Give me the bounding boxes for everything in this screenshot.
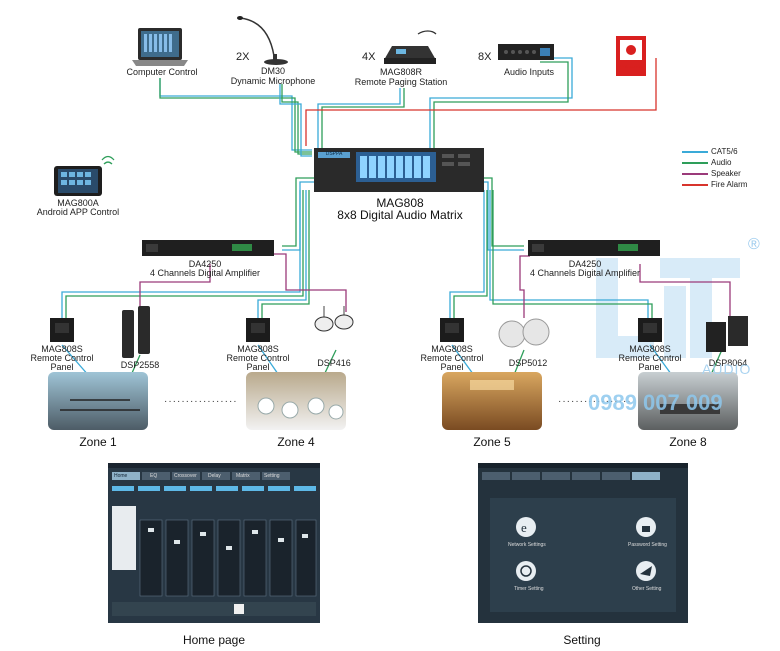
speaker-ceiling-icon bbox=[498, 318, 550, 348]
remote-panel-zone4 bbox=[246, 318, 270, 342]
zone-ellipsis-right: ················· bbox=[558, 396, 632, 407]
legend-item-cat: CAT5/6 bbox=[682, 146, 747, 157]
legend-label: CAT5/6 bbox=[711, 147, 738, 156]
setting-item-other: Other Setting bbox=[632, 586, 662, 592]
tablet-icon bbox=[54, 155, 115, 196]
setting-screenshot: e bbox=[478, 463, 688, 623]
legend-swatch bbox=[682, 172, 708, 175]
legend-swatch bbox=[682, 161, 708, 164]
zone5-panel-name: MAG808S bbox=[431, 344, 473, 354]
zone8-panel-desc: Remote Control bbox=[618, 353, 682, 363]
legend-label: Fire Alarm bbox=[711, 180, 748, 189]
setting-item-network: Network Settings bbox=[508, 542, 546, 548]
mic-desc: Dynamic Microphone bbox=[230, 76, 316, 86]
matrix-brand: DSPPA bbox=[325, 151, 343, 157]
legend-item-fire: Fire Alarm bbox=[682, 179, 747, 190]
fire-alarm-text: FIRE ALARM bbox=[619, 64, 643, 69]
zone5-panel-desc: Remote Control bbox=[420, 353, 484, 363]
speaker-column-icon bbox=[122, 306, 150, 358]
zone1-caption: Zone 1 bbox=[79, 435, 117, 449]
mic-quantity: 2X bbox=[236, 51, 250, 63]
computer-icon bbox=[132, 28, 188, 66]
inputs-label: Audio Inputs bbox=[503, 67, 555, 77]
paging-station-icon bbox=[384, 30, 437, 64]
speaker-box-icon bbox=[706, 316, 748, 352]
zone1-speaker: DSP2558 bbox=[120, 360, 160, 370]
home-page-caption: Home page bbox=[182, 633, 246, 647]
matrix-device bbox=[314, 148, 484, 192]
setting-item-password: Password Setting bbox=[628, 542, 667, 548]
legend-label: Audio bbox=[711, 158, 732, 167]
amp-left-desc: 4 Channels Digital Amplifier bbox=[149, 268, 261, 278]
zone8-caption: Zone 8 bbox=[669, 435, 707, 449]
microphone-icon bbox=[237, 16, 288, 65]
setting-item-timer: Timer Setting bbox=[514, 586, 544, 592]
legend-item-audio: Audio bbox=[682, 157, 747, 168]
audio-input-icon bbox=[498, 44, 554, 60]
legend-item-speaker: Speaker bbox=[682, 168, 747, 179]
matrix-name: MAG808 bbox=[376, 196, 424, 210]
zone4-panel-desc: Remote Control bbox=[226, 353, 290, 363]
zone8-photo bbox=[638, 372, 738, 430]
amp-right-name: DA4250 bbox=[568, 259, 602, 269]
mic-name: DM30 bbox=[260, 66, 285, 76]
paging-desc: Remote Paging Station bbox=[354, 77, 448, 87]
amplifier-left bbox=[142, 240, 274, 256]
paging-quantity: 4X bbox=[362, 51, 376, 63]
zone8-speaker: DSP8064 bbox=[708, 358, 748, 368]
fire-alarm-icon bbox=[616, 36, 646, 76]
zone-ellipsis-left: ················· bbox=[164, 396, 238, 407]
zone1-photo bbox=[48, 372, 148, 430]
inputs-quantity: 8X bbox=[478, 51, 492, 63]
home-tab-matrix: Matrix bbox=[236, 473, 250, 479]
zone5-caption: Zone 5 bbox=[473, 435, 511, 449]
amp-right-desc: 4 Channels Digital Amplifier bbox=[529, 268, 641, 278]
zone1-panel-desc: Remote Control bbox=[30, 353, 94, 363]
zone5-speaker: DSP5012 bbox=[508, 358, 548, 368]
watermark-registered: ® bbox=[748, 236, 760, 253]
zone4-photo bbox=[246, 372, 346, 430]
paging-name: MAG808R bbox=[379, 67, 423, 77]
zone5-panel-desc2: Panel bbox=[440, 362, 464, 372]
amp-left-name: DA4250 bbox=[188, 259, 222, 269]
computer-label: Computer Control bbox=[126, 67, 198, 77]
home-tab-home: Home bbox=[114, 473, 128, 479]
legend-swatch bbox=[682, 150, 708, 153]
home-tab-eq: EQ bbox=[150, 473, 158, 479]
remote-panel-zone5 bbox=[440, 318, 464, 342]
watermark-audio: AUDIO bbox=[702, 361, 752, 377]
home-tab-setting: Setting bbox=[264, 473, 280, 479]
matrix-desc: 8x8 Digital Audio Matrix bbox=[337, 208, 463, 222]
zone4-caption: Zone 4 bbox=[277, 435, 315, 449]
legend-swatch bbox=[682, 183, 708, 186]
remote-panel-zone1 bbox=[50, 318, 74, 342]
setting-caption: Setting bbox=[563, 633, 601, 647]
zone4-panel-name: MAG808S bbox=[237, 344, 279, 354]
zone8-panel-name: MAG808S bbox=[629, 344, 671, 354]
speaker-pendant-icon bbox=[314, 306, 354, 332]
amplifier-right bbox=[528, 240, 660, 256]
tablet-name: MAG800A bbox=[57, 198, 99, 208]
zone5-photo bbox=[442, 372, 542, 430]
legend-label: Speaker bbox=[711, 169, 741, 178]
svg-text:e: e bbox=[521, 520, 527, 535]
tablet-desc: Android APP Control bbox=[36, 207, 120, 217]
home-tab-crossover: Crossover bbox=[174, 473, 197, 479]
remote-panel-zone8 bbox=[638, 318, 662, 342]
zone4-panel-desc2: Panel bbox=[246, 362, 270, 372]
zone1-panel-name: MAG808S bbox=[41, 344, 83, 354]
zone8-panel-desc2: Panel bbox=[638, 362, 662, 372]
zone4-speaker: DSP416 bbox=[317, 358, 351, 368]
watermark-phone: 0989 007 009 bbox=[588, 390, 723, 415]
home-tab-delay: Delay bbox=[208, 473, 221, 479]
home-page-screenshot bbox=[108, 463, 320, 623]
zone1-panel-desc2: Panel bbox=[50, 362, 74, 372]
legend: CAT5/6 Audio Speaker Fire Alarm bbox=[682, 146, 747, 190]
